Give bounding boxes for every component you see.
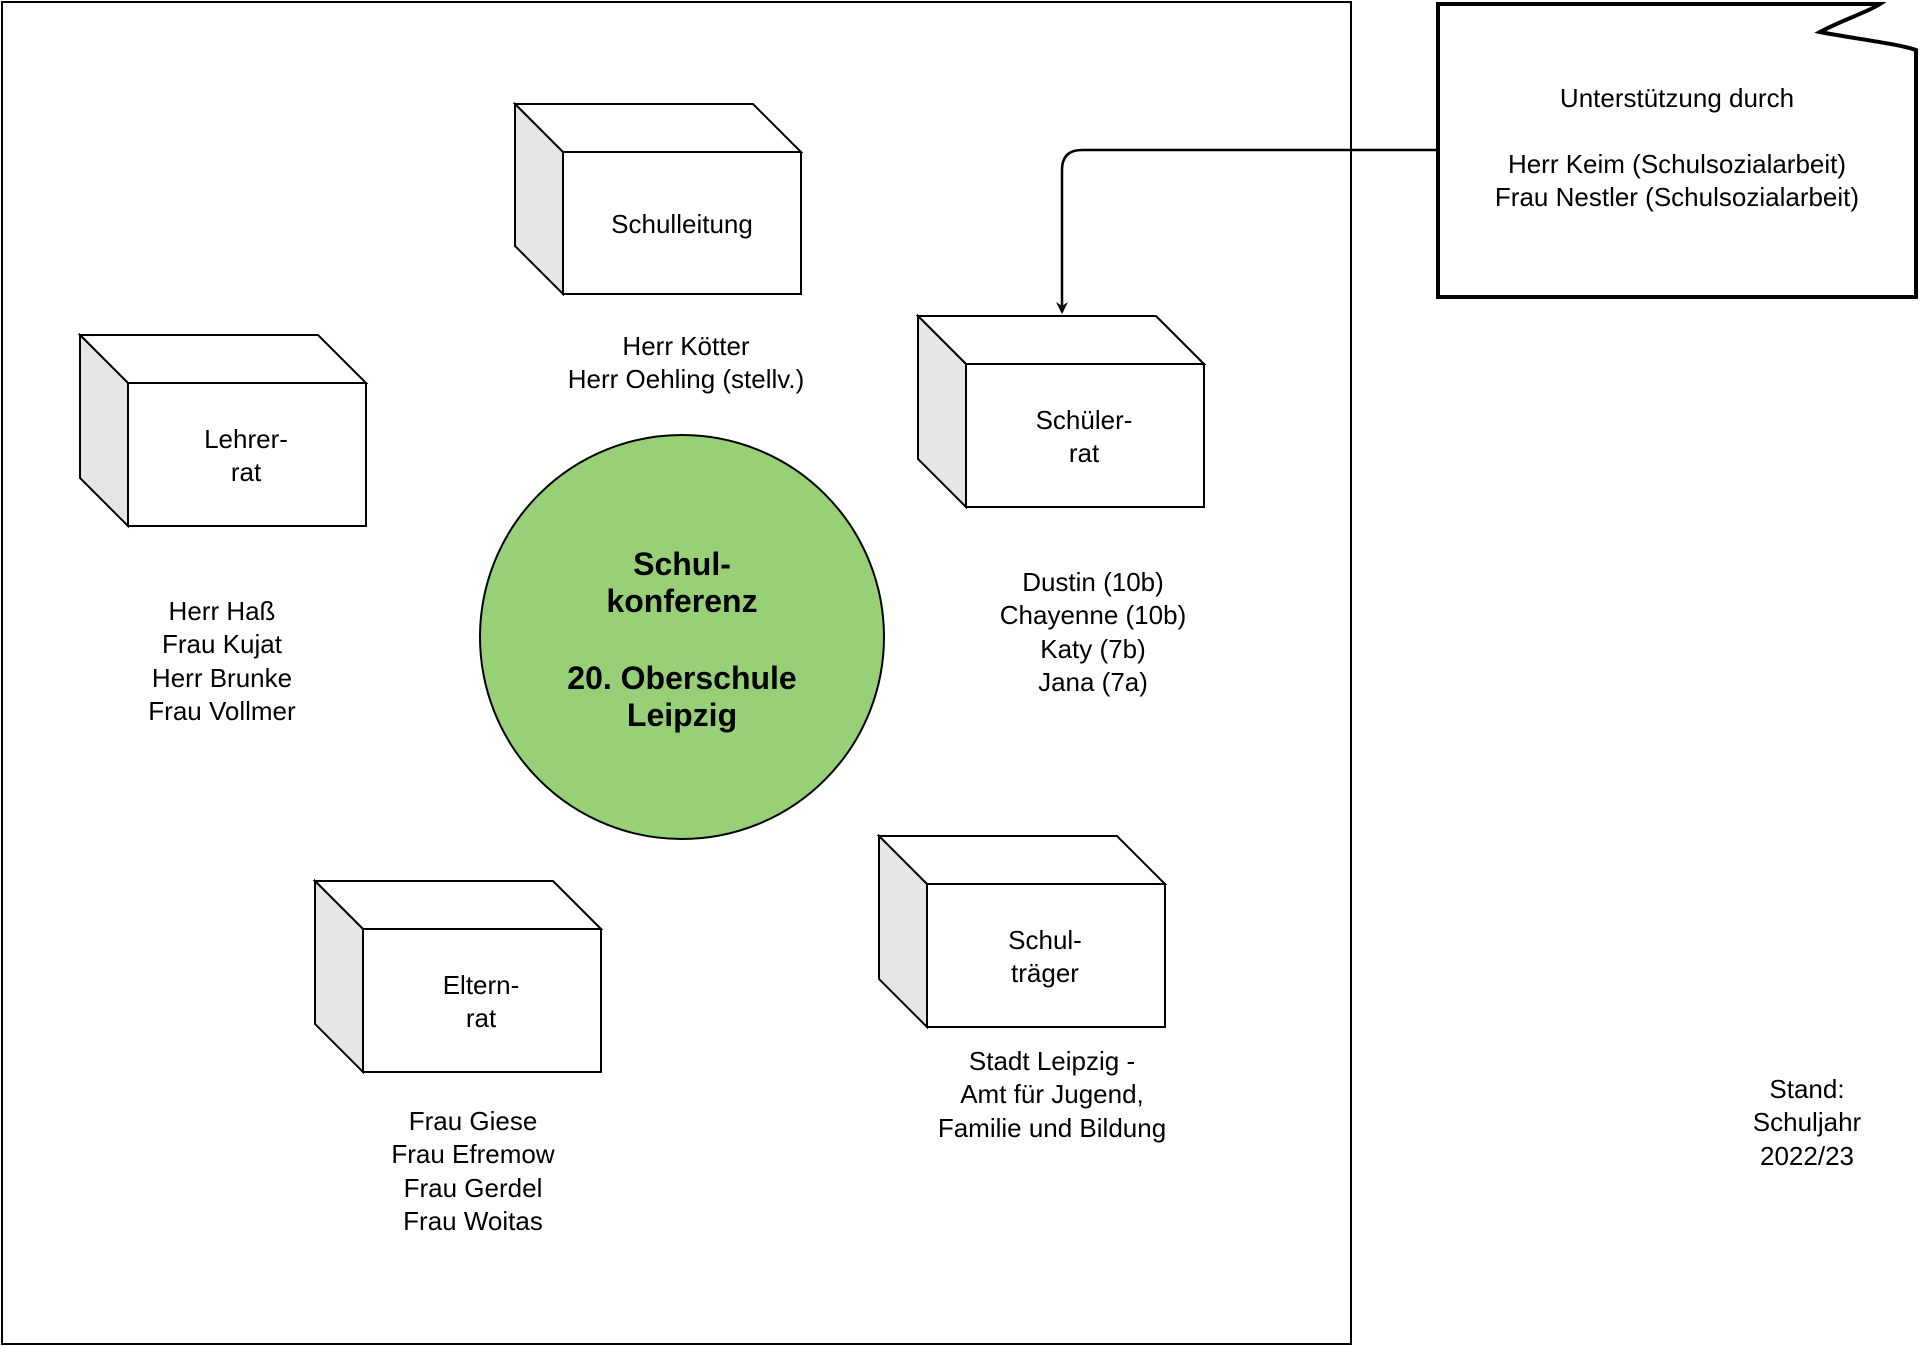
stand-line3: 2022/23 (1760, 1141, 1854, 1171)
members-schuelerrat: Dustin (10b) Chayenne (10b) Katy (7b) Ja… (1000, 567, 1186, 697)
members-lehrerrat: Herr Haß Frau Kujat Herr Brunke Frau Vol… (148, 596, 296, 726)
stand-label: Stand: Schuljahr 2022/23 (1753, 1074, 1862, 1171)
box-schuelerrat-label-line1: Schüler- (1036, 405, 1133, 435)
note-line-nestler: Frau Nestler (Schulsozialarbeit) (1495, 182, 1859, 212)
member-text: Frau Giese (409, 1106, 538, 1136)
center-subtitle-line2: Leipzig (627, 697, 737, 733)
member-text: Katy (7b) (1040, 634, 1146, 664)
member-text: Herr Haß (169, 596, 276, 626)
connector-arrow (1056, 148, 1438, 314)
box-schulleitung-label: Schulleitung (611, 209, 753, 239)
note-unterstuetzung[interactable]: Unterstützung durch Herr Keim (Schulsozi… (1436, 2, 1918, 299)
box-schulleitung[interactable]: Schulleitung (512, 101, 804, 297)
stand-line1: Stand: (1769, 1074, 1844, 1104)
member-text: Stadt Leipzig - (969, 1046, 1135, 1076)
member-text: Herr Kötter (622, 331, 749, 361)
box-schuelerrat[interactable]: Schüler- rat (915, 313, 1207, 510)
member-text: Herr Brunke (152, 663, 292, 693)
members-elternrat: Frau Giese Frau Efremow Frau Gerdel Frau… (391, 1106, 554, 1236)
member-text: Familie und Bildung (938, 1113, 1166, 1143)
member-text: Frau Kujat (162, 629, 283, 659)
box-schultraeger[interactable]: Schul- träger (876, 833, 1168, 1030)
member-text: Frau Vollmer (148, 696, 296, 726)
member-text: Herr Oehling (stellv.) (568, 364, 804, 394)
box-elternrat-label-line1: Eltern- (443, 970, 520, 1000)
box-lehrerrat[interactable]: Lehrer- rat (77, 332, 369, 529)
member-text: Amt für Jugend, (960, 1079, 1144, 1109)
box-schultraeger-label-line2: träger (1011, 958, 1079, 988)
box-schuelerrat-label-line2: rat (1069, 438, 1100, 468)
member-text: Jana (7a) (1038, 667, 1148, 697)
member-text: Frau Gerdel (404, 1173, 543, 1203)
note-shape (1436, 2, 1918, 299)
member-text: Frau Efremow (391, 1139, 554, 1169)
member-text: Dustin (10b) (1022, 567, 1164, 597)
box-lehrerrat-label-line2: rat (231, 457, 262, 487)
members-schultraeger: Stadt Leipzig - Amt für Jugend, Familie … (938, 1046, 1166, 1143)
member-text: Frau Woitas (403, 1206, 543, 1236)
members-schulleitung: Herr Kötter Herr Oehling (stellv.) (568, 331, 804, 394)
center-title-line2: konferenz (606, 583, 757, 619)
center-subtitle-line1: 20. Oberschule (567, 660, 796, 696)
center-circle-shape (479, 434, 885, 840)
member-text: Chayenne (10b) (1000, 600, 1186, 630)
box-schultraeger-label-line1: Schul- (1008, 925, 1082, 955)
box-lehrerrat-label-line1: Lehrer- (204, 424, 288, 454)
note-title: Unterstützung durch (1560, 83, 1794, 113)
box-elternrat[interactable]: Eltern- rat (312, 878, 604, 1075)
center-circle-schulkonferenz[interactable]: Schul- konferenz 20. Oberschule Leipzig (479, 434, 885, 840)
note-line-keim: Herr Keim (Schulsozialarbeit) (1508, 149, 1846, 179)
center-title-line1: Schul- (633, 546, 731, 582)
box-elternrat-label-line2: rat (466, 1003, 497, 1033)
stand-line2: Schuljahr (1753, 1107, 1862, 1137)
